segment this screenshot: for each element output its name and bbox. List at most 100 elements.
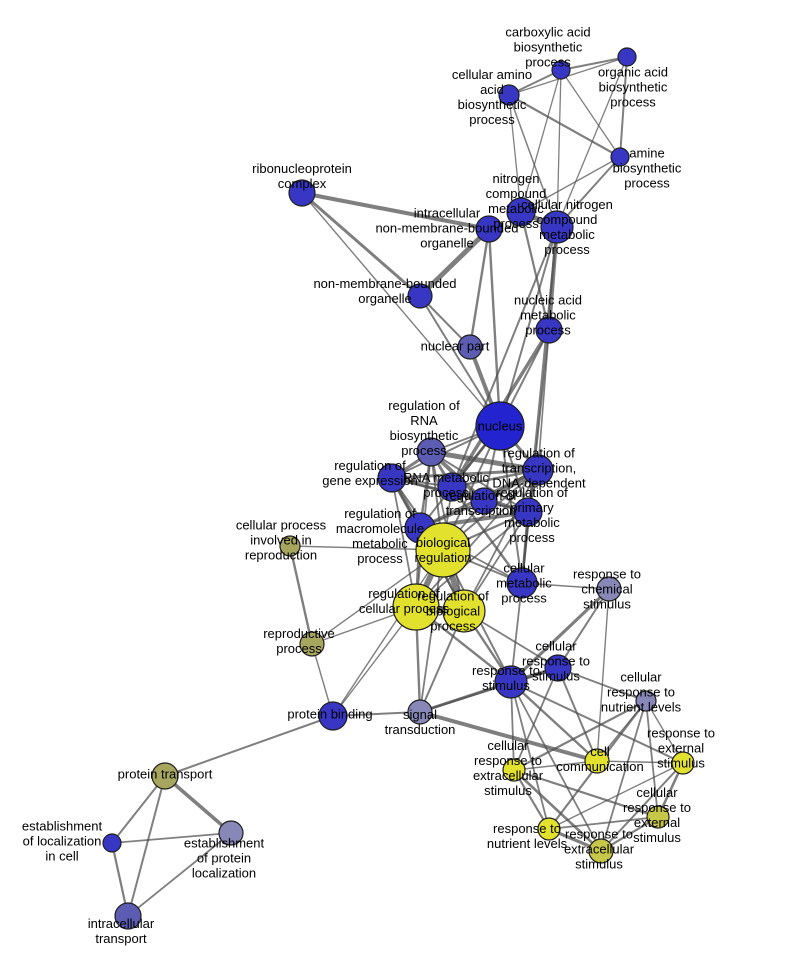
edge-carboxylic-acid-biosynthetic-process--amine-biosynthetic-process xyxy=(560,69,621,158)
node-regulation-of-cellular-process[interactable] xyxy=(392,583,440,631)
node-nuclear-part[interactable] xyxy=(457,334,483,360)
node-nitrogen-compound-metabolic-process[interactable] xyxy=(506,197,536,227)
edge-organic-acid-biosynthetic-process--amine-biosynthetic-process xyxy=(619,56,628,158)
node-protein-binding[interactable] xyxy=(318,701,348,731)
node-cellular-amino-acid-biosynthetic-process[interactable] xyxy=(498,84,520,106)
node-regulation-of-rna-biosynthetic-process[interactable] xyxy=(416,437,446,467)
node-cellular-metabolic-process[interactable] xyxy=(506,567,538,599)
node-regulation-of-transcription-dna-dependent[interactable] xyxy=(522,454,554,486)
node-establishment-of-localization-in-cell[interactable] xyxy=(102,833,122,853)
edge-regulation-of-rna-biosynthetic-process--regulation-of-transcription-dna-dependent xyxy=(428,449,541,473)
edge-carboxylic-acid-biosynthetic-process--organic-acid-biosynthetic-process xyxy=(560,56,628,71)
edge-cellular-amino-acid-biosynthetic-process--nitrogen-compound-metabolic-process xyxy=(508,94,522,213)
edge-cellular-amino-acid-biosynthetic-process--cellular-nitrogen-compound-metabolic-process xyxy=(508,94,558,228)
node-carboxylic-acid-biosynthetic-process[interactable] xyxy=(551,60,571,80)
node-intracellular-transport[interactable] xyxy=(114,902,142,930)
edge-signal-transduction--cell-communication xyxy=(418,710,599,763)
node-label-nuclear-part: nuclear part xyxy=(421,339,490,354)
node-label-protein-transport: protein transport xyxy=(118,767,213,782)
edge-response-to-stimulus--response-to-nutrient-levels xyxy=(510,681,550,830)
node-response-to-external-stimulus[interactable] xyxy=(671,751,695,775)
edge-response-to-external-stimulus--response-to-nutrient-levels xyxy=(548,762,684,830)
edge-protein-binding--protein-transport xyxy=(164,715,334,777)
node-response-to-stimulus[interactable] xyxy=(494,665,528,699)
node-regulation-of-primary-metabolic-process[interactable] xyxy=(513,497,543,527)
edge-ribonucleoprotein-complex--intracellular-non-membrane-bounded-organelle xyxy=(300,191,491,231)
node-response-to-chemical-stimulus[interactable] xyxy=(596,576,622,602)
edge-cellular-response-to-stimulus--cell-communication xyxy=(557,667,598,762)
node-protein-transport[interactable] xyxy=(151,762,179,790)
edge-nucleus--cellular-metabolic-process xyxy=(499,425,523,584)
edge-regulation-of-transcription-dna-dependent--regulation-of-cellular-process xyxy=(415,469,539,608)
node-intracellular-non-membrane-bounded-organelle[interactable] xyxy=(475,215,503,243)
edge-regulation-of-transcription-dna-dependent--regulation-of-gene-expression xyxy=(390,468,540,480)
node-reproductive-process[interactable] xyxy=(299,631,325,657)
edge-intracellular-non-membrane-bounded-organelle--non-membrane-bounded-organelle xyxy=(417,226,492,299)
node-establishment-of-protein-localization[interactable] xyxy=(218,820,244,846)
node-cellular-response-to-extracellular-stimulus[interactable] xyxy=(502,758,526,782)
edge-cellular-response-to-nutrient-levels--cellular-response-to-external-stimulus xyxy=(645,700,659,818)
node-cell-communication[interactable] xyxy=(584,748,610,774)
edge-carboxylic-acid-biosynthetic-process--cellular-nitrogen-compound-metabolic-process xyxy=(556,69,562,228)
edge-response-to-chemical-stimulus--cell-communication xyxy=(596,588,610,762)
edge-response-to-stimulus--response-to-extracellular-stimulus xyxy=(510,681,602,852)
node-rna-metabolic-process[interactable] xyxy=(437,472,467,502)
edge-cell-communication--cellular-response-to-extracellular-stimulus xyxy=(513,760,598,771)
node-nucleus[interactable] xyxy=(475,401,525,451)
edge-biological-regulation--protein-binding xyxy=(332,549,444,717)
edge-ribonucleoprotein-complex--non-membrane-bounded-organelle xyxy=(300,191,422,298)
node-regulation-of-gene-expression[interactable] xyxy=(377,463,407,493)
node-amine-biosynthetic-process[interactable] xyxy=(610,147,630,167)
edge-response-to-chemical-stimulus--cellular-response-to-stimulus xyxy=(557,588,610,669)
node-cellular-nitrogen-compound-metabolic-process[interactable] xyxy=(540,210,574,244)
edge-response-to-stimulus--response-to-external-stimulus xyxy=(510,681,684,764)
edge-intracellular-non-membrane-bounded-organelle--nuclear-part xyxy=(468,227,491,349)
edge-intracellular-non-membrane-bounded-organelle--nucleus xyxy=(487,227,502,428)
node-cellular-response-to-stimulus[interactable] xyxy=(544,654,572,682)
node-biological-regulation[interactable] xyxy=(415,522,471,578)
node-regulation-of-transcription[interactable] xyxy=(470,487,498,515)
edge-response-to-external-stimulus--response-to-extracellular-stimulus xyxy=(600,762,684,852)
node-regulation-of-biological-process[interactable] xyxy=(442,589,486,633)
node-response-to-extracellular-stimulus[interactable] xyxy=(588,838,614,864)
node-organic-acid-biosynthetic-process[interactable] xyxy=(617,47,637,67)
node-response-to-nutrient-levels[interactable] xyxy=(537,817,561,841)
node-label-nucleus: nucleus xyxy=(478,419,523,434)
edge-cellular-amino-acid-biosynthetic-process--amine-biosynthetic-process xyxy=(507,93,622,159)
node-signal-transduction[interactable] xyxy=(407,699,433,725)
node-non-membrane-bounded-organelle[interactable] xyxy=(407,283,433,309)
node-cellular-process-involved-in-reproduction[interactable] xyxy=(279,535,301,557)
node-nucleic-acid-metabolic-process[interactable] xyxy=(535,316,563,344)
edge-carboxylic-acid-biosynthetic-process--nitrogen-compound-metabolic-process xyxy=(520,69,562,213)
node-ribonucleoprotein-complex[interactable] xyxy=(288,179,316,207)
edge-cellular-response-to-nutrient-levels--cell-communication xyxy=(596,700,647,762)
node-cellular-response-to-external-stimulus[interactable] xyxy=(646,805,670,829)
edge-establishment-of-protein-localization--intracellular-transport xyxy=(127,832,232,917)
edge-cellular-response-to-extracellular-stimulus--cellular-response-to-external-stimulus xyxy=(512,768,660,819)
node-label-protein-binding: protein binding xyxy=(287,707,372,722)
node-cellular-response-to-nutrient-levels[interactable] xyxy=(635,690,657,712)
edge-amine-biosynthetic-process--nitrogen-compound-metabolic-process xyxy=(520,156,621,213)
